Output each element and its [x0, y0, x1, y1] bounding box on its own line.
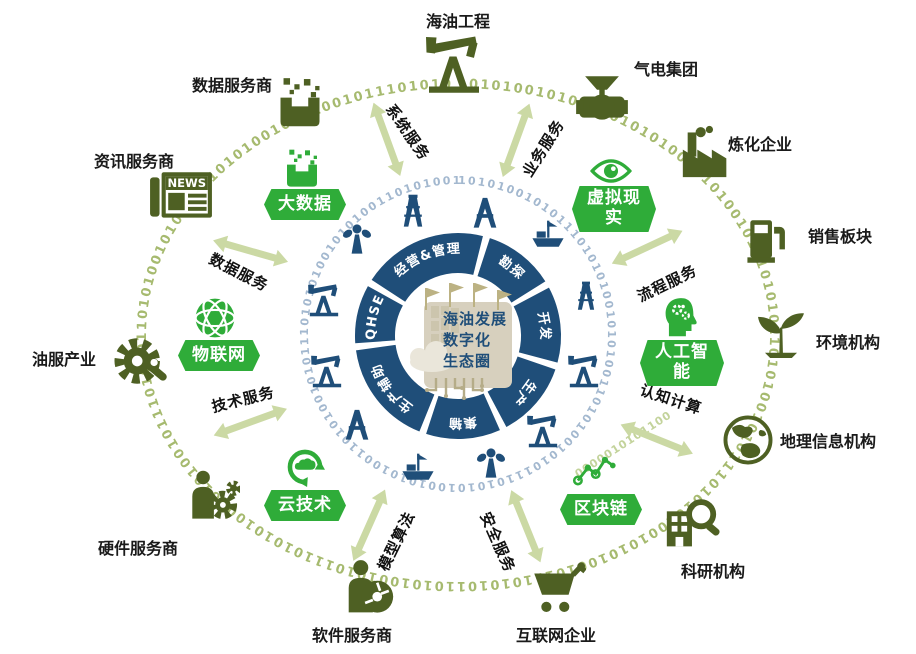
vr-eye-icon — [590, 158, 632, 188]
center-title-line1: 海油发展 — [443, 310, 507, 328]
pumpjack-icon — [424, 34, 484, 94]
fuel-pump-icon — [742, 214, 792, 264]
rig-icon — [345, 409, 369, 440]
news-text: NEWS — [167, 176, 206, 190]
svg-text:开发: 开发 — [534, 311, 553, 341]
badge-label: 大数据 — [278, 193, 332, 214]
entity-label-data-provider: 数据服务商 — [191, 76, 272, 95]
gis-icon — [722, 414, 774, 470]
environment-icon — [755, 306, 807, 362]
inner-ring — [355, 233, 562, 439]
badge-label: 物联网 — [192, 344, 246, 365]
valve-icon — [575, 74, 629, 128]
segment-gathering: 集输 — [448, 413, 478, 431]
entity-label-offshore-engineering: 海油工程 — [425, 12, 490, 31]
pumpjack-icon — [568, 355, 599, 388]
entity-label-environment: 环境机构 — [815, 333, 880, 352]
pumpjack-icon — [527, 415, 558, 448]
splash-icon — [475, 448, 507, 478]
gear-wrench-icon — [114, 332, 172, 390]
building-magnifier-icon — [662, 492, 720, 550]
center-title-line3: 生态圈 — [443, 352, 491, 370]
badge-cloud: 云技术 — [264, 490, 346, 521]
entity-label-sales: 销售板块 — [807, 227, 872, 246]
plant-icon — [755, 306, 807, 358]
entity-label-information: 资讯服务商 — [93, 152, 174, 171]
internet-icon — [528, 560, 586, 622]
big-data-icon — [282, 148, 322, 192]
badge-label: 人工智 — [655, 342, 709, 363]
iot-globe-icon — [193, 296, 237, 344]
information-icon: NEWS — [148, 170, 214, 228]
badge-label: 区块链 — [574, 498, 628, 519]
badge-blockchain: 区块链 — [560, 494, 642, 525]
entity-label-oilfield-services: 油服产业 — [31, 350, 96, 369]
entity-label-research: 科研机构 — [680, 562, 745, 581]
flags-icon — [425, 283, 512, 310]
data-provider-icon — [274, 76, 326, 132]
circuit-icon — [427, 378, 484, 398]
software-icon — [340, 558, 398, 620]
badge-label: 实 — [605, 208, 623, 228]
entity-label-refining: 炼化企业 — [727, 135, 792, 154]
ai-head-icon — [660, 296, 702, 342]
inner-binary-ring: 1010100101011101010100101010011010100101… — [0, 0, 616, 494]
svg-text:集输: 集输 — [448, 413, 479, 431]
badge-label: 云技术 — [278, 494, 332, 515]
entity-label-internet: 互联网企业 — [515, 626, 596, 645]
offshore-engineering-icon — [424, 34, 484, 98]
building-pixels-icon — [431, 306, 459, 343]
badge-artificial-intelligence: 人工智能 — [640, 340, 724, 386]
person-gear-icon — [186, 468, 240, 522]
derrick-icon — [577, 281, 595, 310]
gas-power-icon — [575, 74, 629, 132]
globe-icon — [722, 414, 774, 466]
entity-label-software: 软件服务商 — [311, 626, 392, 645]
entity-label-gis: 地理信息机构 — [779, 432, 876, 451]
oilfield-services-icon — [114, 332, 172, 394]
data-box-icon — [274, 76, 326, 128]
derrick-icon — [403, 194, 423, 227]
badge-big-data: 大数据 — [264, 189, 346, 220]
badge-virtual-reality: 虚拟现实 — [572, 186, 656, 232]
segment-development: 开发 — [534, 311, 552, 341]
rig-icon — [473, 197, 497, 228]
entity-label-hardware: 硬件服务商 — [97, 539, 178, 558]
cloud-icon — [410, 341, 454, 372]
hardware-icon — [186, 468, 240, 526]
badge-iot: 物联网 — [178, 340, 260, 371]
center-title-line2: 数字化 — [443, 331, 491, 349]
sales-icon — [742, 214, 792, 268]
blockchain-nodes-icon — [572, 452, 618, 493]
shopping-cart-icon — [528, 560, 586, 618]
research-icon — [662, 492, 720, 554]
ship-icon — [402, 453, 434, 480]
center-hub: 海油发展 数字化 生态圈 — [410, 283, 512, 400]
newspaper-icon: NEWS — [150, 172, 212, 218]
badge-label: 虚拟现 — [587, 188, 641, 209]
entity-label-gas-power: 气电集团 — [633, 60, 698, 79]
person-disc-icon — [340, 558, 398, 616]
badge-label: 能 — [673, 362, 691, 382]
cloud-cycle-icon — [284, 446, 326, 492]
